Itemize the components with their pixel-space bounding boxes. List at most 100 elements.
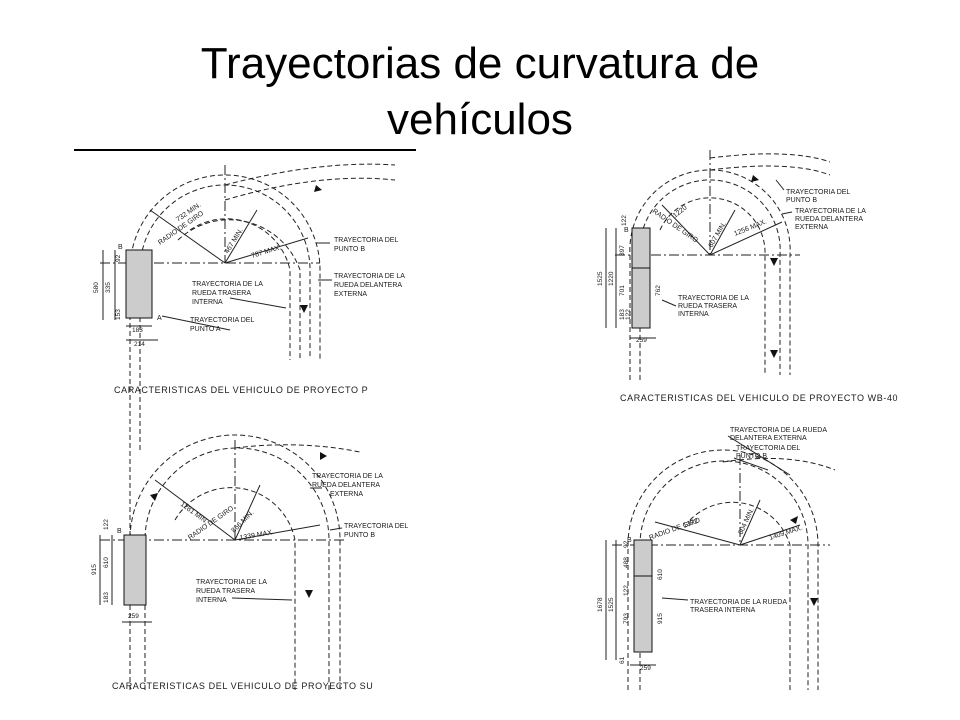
p-dim-183: 183 xyxy=(132,327,143,334)
p-leader-3 xyxy=(229,297,287,309)
wb50-leader-2 xyxy=(733,457,769,471)
wb50-radius-1409 xyxy=(739,524,801,546)
su-dim-915: 915 xyxy=(91,564,98,575)
p-radius-467-label: 467 MIN. xyxy=(224,227,245,255)
su-leader-2 xyxy=(329,527,343,531)
wb50-dim-915: 915 xyxy=(657,613,664,624)
wb40-label-rueda-trasera-1: TRAYECTORIA DE LA xyxy=(678,295,749,302)
su-label-punto-b-2: PUNTO B xyxy=(344,532,375,539)
wb40-caption: CARACTERISTICAS DEL VEHICULO DE PROYECTO… xyxy=(620,393,898,403)
su-vehicle xyxy=(123,534,147,606)
wb40-radius-1220-label: 1220 xyxy=(672,204,689,219)
panel-su-drawing xyxy=(99,434,361,690)
wb50-dim-92: 92 xyxy=(623,540,630,548)
wb50-label-rueda-delantera-2: DELANTERA EXTERNA xyxy=(730,435,807,442)
p-direction-arrow-2 xyxy=(300,305,308,313)
wb40-leader-2 xyxy=(781,211,793,215)
wb40-point-b: B xyxy=(624,227,629,234)
su-label-rueda-delantera-2: RUEDA DELANTERA xyxy=(312,482,380,489)
wb40-dim-701: 701 xyxy=(619,285,626,296)
p-label-rueda-delantera-2: RUEDA DELANTERA xyxy=(334,282,402,289)
wb50-dim-488: 488 xyxy=(623,557,630,568)
wb50-vehicle-trailer xyxy=(633,575,653,653)
p-inner-path xyxy=(189,218,291,360)
wb50-outer-path-2 xyxy=(639,460,809,690)
p-dim-580: 580 xyxy=(93,282,100,293)
wb50-dim-259: 259 xyxy=(640,665,651,672)
p-caption: CARACTERISTICAS DEL VEHICULO DE PROYECTO… xyxy=(114,385,368,395)
wb50-direction-arrow-1 xyxy=(790,516,798,524)
wb40-dim-762: 762 xyxy=(655,285,662,296)
wb50-dim-122: 122 xyxy=(623,585,630,596)
p-top-path xyxy=(224,163,396,186)
p-radius-787-label: 787 MAX. xyxy=(251,244,282,260)
su-label-rueda-trasera-1: TRAYECTORIA DE LA xyxy=(196,579,267,586)
p-label-rueda-trasera-3: INTERNA xyxy=(192,299,223,306)
p-label-rueda-trasera-2: RUEDA TRASERA xyxy=(192,290,251,297)
wb40-label-rueda-trasera-2: RUEDA TRASERA xyxy=(678,303,737,310)
su-label-rueda-trasera-2: RUEDA TRASERA xyxy=(196,588,255,595)
p-radius-787 xyxy=(224,237,309,264)
p-vehicle xyxy=(125,249,153,319)
p-point-a: A xyxy=(157,315,162,322)
wb50-vehicle-tractor xyxy=(633,539,653,577)
wb50-dim-1525: 1525 xyxy=(608,597,615,612)
slide-title: Trayectorias de curvatura de vehículos xyxy=(80,36,880,148)
wb50-label-rueda-delantera-1: TRAYECTORIA DE LA RUEDA xyxy=(730,427,827,434)
wb40-radius-1256 xyxy=(709,221,783,256)
wb40-radius-1220 xyxy=(661,204,711,256)
wb40-direction-arrow-2 xyxy=(770,258,778,266)
p-leader-4 xyxy=(161,315,231,331)
su-dim-183: 183 xyxy=(103,592,110,603)
su-direction-arrow-3 xyxy=(305,590,313,598)
wb50-label-punto-b-1: TRAYECTORIA DEL xyxy=(736,445,800,452)
p-dim-153: 153 xyxy=(115,309,122,320)
su-leader-3 xyxy=(231,597,293,601)
wb50-radius-604 xyxy=(739,499,761,546)
wb40-radius-1256-label: 1256 MAX. xyxy=(733,218,768,237)
wb50-label-rueda-trasera-1: TRAYECTORIA DE LA RUEDA xyxy=(690,599,787,606)
wb40-direction-arrow-1 xyxy=(751,175,759,182)
p-radius-467 xyxy=(224,209,258,264)
wb40-label-rueda-delantera-2: RUEDA DELANTERA xyxy=(795,216,863,223)
wb50-dim-793: 793 xyxy=(623,613,630,624)
p-label-punto-b-1: TRAYECTORIA DEL xyxy=(334,237,398,244)
su-radius-1339 xyxy=(234,524,321,541)
p-point-b: B xyxy=(118,244,123,251)
p-label-rueda-trasera-1: TRAYECTORIA DE LA xyxy=(192,281,263,288)
wb40-radius-607 xyxy=(709,209,736,256)
slide-title-line2: vehículos xyxy=(387,95,573,144)
wb40-dim-183: 183 xyxy=(619,309,626,320)
wb40-dim-122: 122 xyxy=(621,215,628,226)
wb40-label-rueda-delantera-3: EXTERNA xyxy=(795,224,828,231)
p-label-rueda-delantera-1: TRAYECTORIA DE LA xyxy=(334,273,405,280)
wb40-dim-397: 397 xyxy=(619,245,626,256)
wb50-outer-path xyxy=(627,449,819,690)
p-label-rueda-delantera-3: EXTERNA xyxy=(334,291,367,298)
wb50-radius-1372-label: 1372 xyxy=(682,518,699,530)
su-radius-1281-label: 1281 MIN. xyxy=(179,501,209,526)
su-inner-path xyxy=(174,487,296,690)
p-dim-214: 214 xyxy=(134,341,145,348)
wb40-label-punto-b-1: TRAYECTORIA DEL xyxy=(786,189,850,196)
slide-title-line1: Trayectorias de curvatura de xyxy=(200,39,760,88)
wb50-label-rueda-trasera-2: TRASERA INTERNA xyxy=(690,607,756,614)
panel-wb40-drawing xyxy=(605,150,831,380)
su-outer-path xyxy=(129,434,341,690)
wb40-label-punto-b-2: PUNTO B xyxy=(786,197,817,204)
su-dim-610: 610 xyxy=(103,557,110,568)
su-radius-1281 xyxy=(154,479,236,541)
su-direction-arrow-1 xyxy=(320,452,327,460)
su-dim-122: 122 xyxy=(103,519,110,530)
su-direction-arrow-2 xyxy=(150,493,158,501)
wb40-dim-1525: 1525 xyxy=(597,271,604,286)
wb40-vehicle-tractor xyxy=(631,227,651,269)
p-label-punto-b-2: PUNTO B xyxy=(334,246,365,253)
wb40-top-path-2 xyxy=(709,165,831,176)
panel-wb50-drawing xyxy=(605,435,836,690)
su-outer-path-2 xyxy=(144,447,330,690)
wb40-dim-122b: 122 xyxy=(625,309,632,320)
p-top-path-2 xyxy=(224,177,396,201)
su-radius-866-label: 866 MIN. xyxy=(230,509,255,534)
